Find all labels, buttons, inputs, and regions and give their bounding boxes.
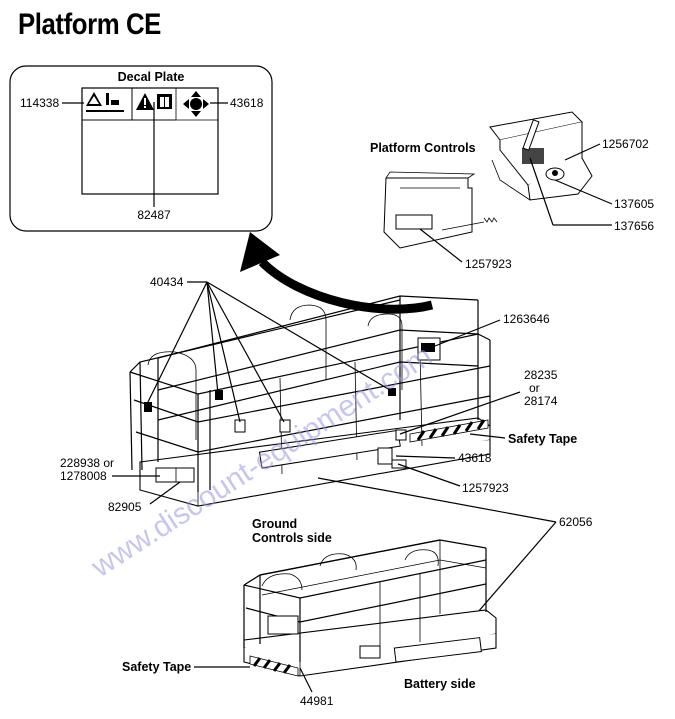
safety-tape-main (409, 419, 489, 443)
joystick-controller (489, 111, 593, 201)
controls-part-137605: 137605 (614, 197, 654, 211)
ground-controls-label-2: Controls side (252, 531, 332, 545)
battery-side-label: Battery side (404, 677, 476, 691)
part-43618: 43618 (458, 451, 492, 465)
controls-part-1257923: 1257923 (465, 257, 512, 271)
part-28174: 28174 (524, 394, 558, 408)
controls-decal-1257923 (395, 214, 433, 230)
safety-tape-battery (249, 655, 299, 677)
decal-plate-panel: Decal Plate (9, 65, 273, 232)
direction-arrows-icon (183, 91, 209, 117)
decal-plate-heading: Decal Plate (118, 70, 185, 84)
decal-part-43618: 43618 (230, 96, 264, 110)
part-62056: 62056 (559, 515, 593, 529)
controls-part-1256702: 1256702 (602, 137, 649, 151)
page-title: Platform CE (18, 8, 161, 41)
decal-part-114338: 114338 (20, 96, 59, 110)
decal-part-82487: 82487 (137, 208, 171, 222)
safety-tape-label-battery: Safety Tape (122, 660, 191, 674)
platform-controls-group: Platform Controls 1257923 1256702 137605… (370, 111, 654, 271)
battery-platform-callouts: Safety Tape 44981 Battery side (122, 660, 476, 708)
part-28235-or: or (529, 381, 540, 395)
controls-part-137656: 137656 (614, 219, 654, 233)
decal-228938 (155, 467, 195, 483)
main-platform-callouts: 40434 1263646 28235 or 28174 Safety Tape… (60, 275, 593, 651)
platform-controls-heading: Platform Controls (370, 141, 476, 155)
safety-tape-label-main: Safety Tape (508, 432, 577, 446)
part-1263646: 1263646 (503, 312, 550, 326)
part-44981: 44981 (300, 694, 334, 708)
part-28235: 28235 (524, 368, 558, 382)
part-1257923: 1257923 (462, 481, 509, 495)
ground-controls-label-1: Ground (252, 517, 297, 531)
part-228938: 228938 or (60, 456, 114, 470)
decal-62056-battery (393, 637, 482, 663)
battery-side-platform (243, 539, 497, 677)
crush-warning-icon (86, 92, 124, 112)
part-40434: 40434 (150, 275, 184, 289)
manual-book-icon (157, 94, 172, 109)
callout-arrow (240, 232, 434, 314)
part-1278008: 1278008 (60, 469, 107, 483)
warning-triangle-icon (136, 93, 154, 110)
part-82905: 82905 (108, 500, 142, 514)
